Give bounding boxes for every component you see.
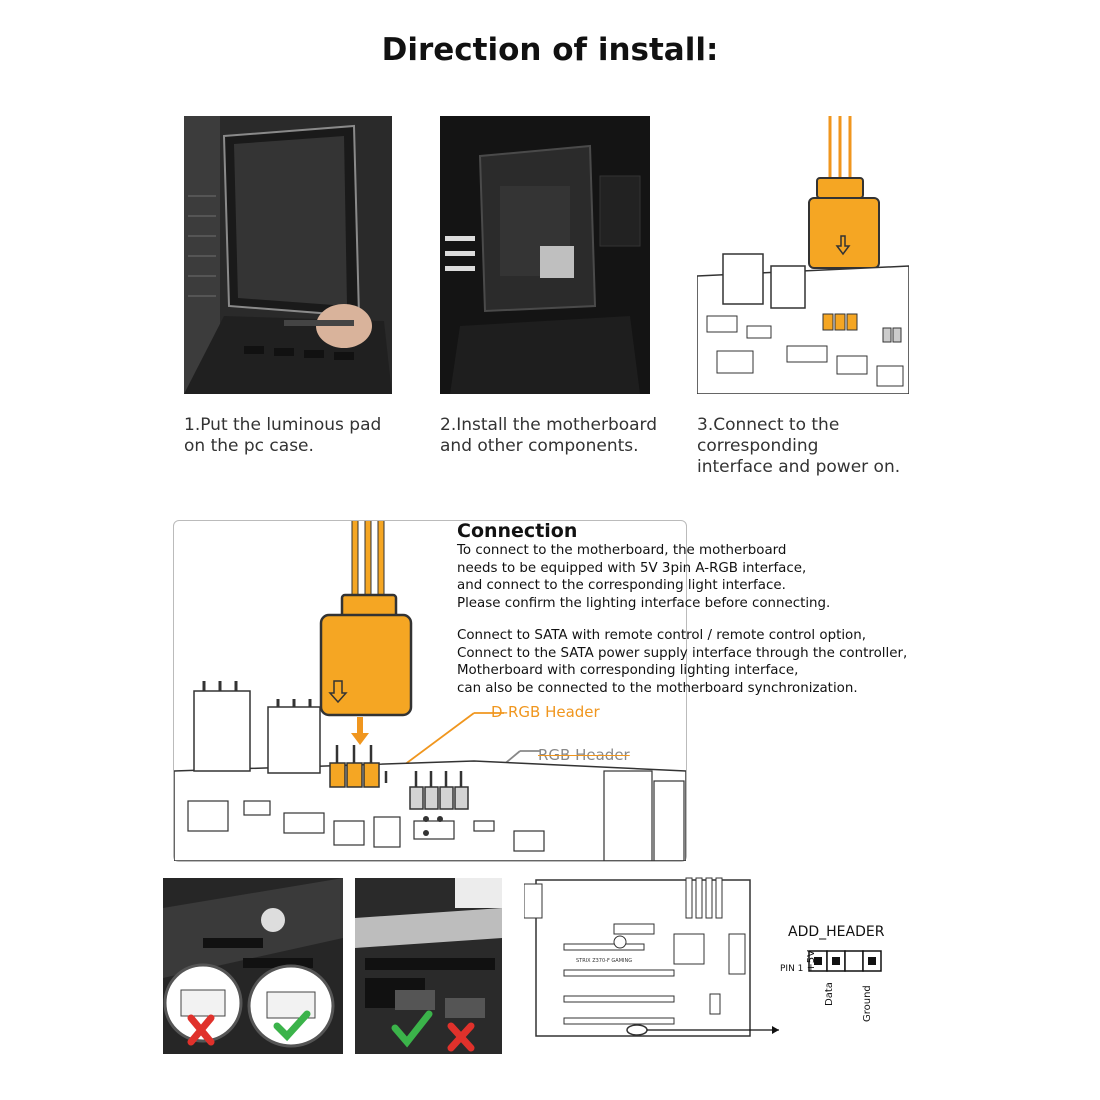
step3-caption: 3.Connect to the corresponding interface… (697, 415, 901, 477)
check-icon (391, 1010, 433, 1048)
step1-caption: 1.Put the luminous pad on the pc case. (184, 415, 382, 456)
motherboard-led-header-photo (355, 878, 502, 1054)
step3-diagram (697, 116, 909, 394)
cross-icon (447, 1022, 475, 1052)
header-connection-illustration (174, 521, 686, 861)
board-model-text: STRIX Z370-F GAMING (576, 958, 632, 964)
pin1-label: PIN 1 (780, 964, 804, 974)
check-icon (273, 1010, 311, 1042)
text-line: needs to be equipped with 5V 3pin A-RGB … (457, 560, 807, 576)
page-title: Direction of install: (381, 32, 719, 68)
text-line: To connect to the motherboard, the mothe… (457, 543, 787, 558)
step2-photo (440, 116, 650, 394)
connector-diagram-small (697, 116, 909, 394)
text-line: Connect to SATA with remote control / re… (457, 628, 866, 643)
motherboard-header-photo (163, 878, 343, 1054)
motherboard-install-illustration (440, 116, 650, 394)
header-photo-2 (355, 878, 502, 1054)
pin-label-5v: +5V (806, 950, 817, 972)
pc-case-illustration (184, 116, 392, 394)
connection-diagram (174, 521, 686, 861)
header-photo-1 (163, 878, 343, 1054)
text-line: and connect to the corresponding light i… (457, 578, 786, 594)
text-line: Please confirm the lighting interface be… (457, 595, 831, 611)
text-line: Connect to the SATA power supply interfa… (457, 645, 908, 661)
cross-icon (187, 1014, 215, 1046)
text-line: can also be connected to the motherboard… (457, 680, 858, 696)
pin-label-ground: Ground (862, 985, 873, 1022)
drgb-header-label: D-RGB Header (491, 703, 600, 721)
connection-paragraph-2: Connect to SATA with remote control / re… (457, 627, 907, 697)
pin-header (808, 950, 884, 972)
pin-header-svg (808, 950, 882, 972)
motherboard-layout-svg: STRIX Z370-F GAMING (524, 877, 779, 1037)
motherboard-layout-diagram: STRIX Z370-F GAMING (524, 874, 779, 1046)
add-header-label: ADD_HEADER (788, 924, 885, 940)
connection-title: Connection (457, 520, 578, 542)
step1-photo (184, 116, 392, 394)
pin-label-data: Data (824, 982, 835, 1006)
rgb-header-label: RGB Header (538, 746, 630, 764)
text-line: Motherboard with corresponding lighting … (457, 663, 799, 679)
step2-caption: 2.Install the motherboard and other comp… (440, 415, 658, 456)
connection-paragraph-1: To connect to the motherboard, the mothe… (457, 542, 830, 612)
